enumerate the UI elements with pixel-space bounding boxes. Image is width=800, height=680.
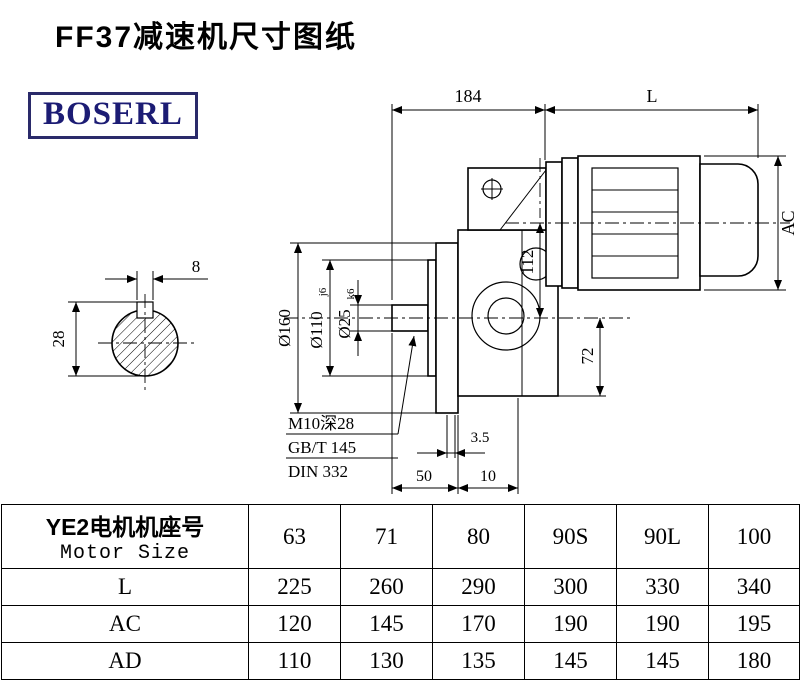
dimensions: 184 L AC Ø160 Ø110 j6 Ø25 k6	[49, 86, 798, 494]
table-cell: 290	[432, 568, 525, 606]
motor-size-header-cell: YE2电机机座号 Motor Size	[1, 504, 249, 569]
dim-50-label: 50	[416, 468, 432, 485]
dimension-table: YE2电机机座号 Motor Size 63 71 80 90S 90L 100…	[1, 504, 800, 680]
dim-AC-label: AC	[778, 210, 798, 235]
dim-72-label: 72	[578, 348, 597, 365]
dim-10-label: 10	[480, 468, 496, 485]
table-cell: 300	[524, 568, 617, 606]
technical-drawing: 184 L AC Ø160 Ø110 j6 Ø25 k6	[49, 86, 798, 494]
note-din-label: DIN 332	[288, 462, 348, 481]
row-label: AD	[1, 642, 249, 680]
table-cell: 330	[616, 568, 709, 606]
table-cell: 170	[432, 605, 525, 643]
dia-110-label: Ø110	[307, 311, 326, 348]
table-row-L: L 225 260 290 300 330 340	[1, 568, 800, 606]
shaft-section-view	[98, 294, 194, 392]
housing-diagonal	[499, 169, 547, 231]
table-cell: 225	[248, 568, 341, 606]
centerlines	[284, 158, 790, 319]
boserl-logo: BOSERL	[28, 92, 198, 139]
dia-160-label: Ø160	[275, 309, 294, 347]
gear-circle-inner	[487, 297, 525, 335]
leader-line	[397, 335, 417, 435]
table-cell: 260	[340, 568, 433, 606]
table-cell: 90S	[524, 504, 617, 569]
table-cell: 190	[616, 605, 709, 643]
motor-size-label-cn: YE2电机机座号	[45, 514, 205, 540]
table-cell: 90L	[616, 504, 709, 569]
table-cell: 145	[340, 605, 433, 643]
key-width-label: 8	[192, 257, 201, 276]
page-title: FF37减速机尺寸图纸	[55, 21, 358, 54]
gearbox-top-housing	[467, 167, 547, 231]
table-cell: 71	[340, 504, 433, 569]
logo-text: BOSERL	[43, 96, 183, 132]
motor-adapter-1	[545, 161, 563, 287]
dim-3-5-label: 3.5	[471, 430, 490, 446]
fan-cover	[699, 163, 759, 277]
table-cell: 130	[340, 642, 433, 680]
table-cell: 80	[432, 504, 525, 569]
table-row-AD: AD 110 130 135 145 145 180	[1, 642, 800, 680]
row-label: AC	[1, 605, 249, 643]
table-row-AC: AC 120 145 170 190 190 195	[1, 605, 800, 643]
table-header-row: YE2电机机座号 Motor Size 63 71 80 90S 90L 100	[1, 504, 800, 569]
output-flange	[435, 242, 459, 414]
table-cell: 63	[248, 504, 341, 569]
motor-size-label-en: Motor Size	[59, 542, 191, 565]
dim-112-label: 112	[518, 250, 537, 275]
table-cell: 100	[708, 504, 800, 569]
row-label: L	[1, 568, 249, 606]
note-gbt-label: GB/T 145	[288, 438, 356, 457]
dia-25-label: Ø25	[335, 309, 354, 338]
table-cell: 135	[432, 642, 525, 680]
motor-outline	[545, 155, 759, 291]
gearbox-body	[457, 229, 559, 397]
table-cell: 340	[708, 568, 800, 606]
tol-110-label: j6	[317, 287, 329, 297]
tol-25-label: k6	[345, 288, 357, 300]
key-depth-label: 28	[49, 331, 68, 348]
table-cell: 180	[708, 642, 800, 680]
dim-184-label: 184	[455, 86, 482, 106]
dim-L-label: L	[647, 86, 658, 106]
table-cell: 190	[524, 605, 617, 643]
table-cell: 145	[616, 642, 709, 680]
table-cell: 120	[248, 605, 341, 643]
table-cell: 145	[524, 642, 617, 680]
table-cell: 195	[708, 605, 800, 643]
note-m10-label: M10深28	[288, 414, 354, 433]
table-cell: 110	[248, 642, 341, 680]
